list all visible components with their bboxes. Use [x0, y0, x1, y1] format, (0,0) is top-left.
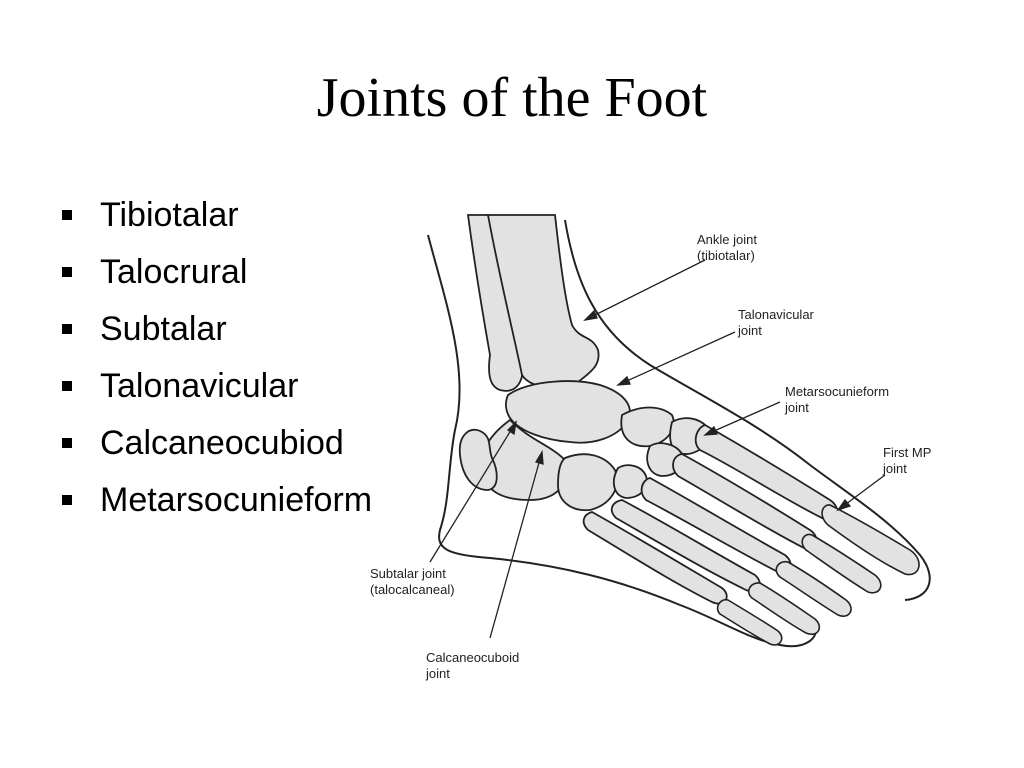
bullet-item: Metarsocunieform: [62, 471, 372, 528]
phalanges: [716, 504, 920, 646]
leg-bones: [466, 214, 600, 392]
bullet-text: Tibiotalar: [100, 195, 239, 234]
tibia-bone: [486, 214, 600, 389]
phalanx-bone: [801, 533, 882, 594]
bullet-item: Tibiotalar: [62, 186, 372, 243]
square-bullet-icon: [62, 494, 72, 505]
cuboid-bone: [557, 453, 618, 512]
phalanx-bone: [775, 560, 852, 617]
bullet-text: Calcaneocubiod: [100, 423, 344, 462]
phalanx-bone: [716, 598, 783, 646]
leader-lines: [429, 259, 886, 639]
foot-anatomy-figure: Ankle joint (tibiotalar) Talonavicular j…: [360, 200, 960, 700]
bullet-item: Subtalar: [62, 300, 372, 357]
navicular-bone: [620, 406, 675, 448]
square-bullet-icon: [62, 380, 72, 391]
calcaneocuboid-joint-sublabel: joint: [425, 666, 450, 681]
subtalar-joint-sublabel: (talocalcaneal): [370, 582, 455, 597]
square-bullet-icon: [62, 209, 72, 220]
metarsocunieform-joint-label: Metarsocunieform: [785, 384, 889, 399]
bullet-item: Talonavicular: [62, 357, 372, 414]
talonavicular-joint-sublabel: joint: [737, 323, 762, 338]
bullet-text: Talonavicular: [100, 366, 299, 405]
phalanx-bone: [748, 582, 821, 635]
talus-bone: [505, 380, 631, 444]
tarsal-bones: [458, 380, 710, 512]
slide-title: Joints of the Foot: [316, 67, 708, 129]
ankle-joint-sublabel: (tibiotalar): [697, 248, 755, 263]
metatarsal-bone: [610, 499, 761, 593]
talonavicular-joint-label: Talonavicular: [738, 307, 815, 322]
figure-labels: Ankle joint (tibiotalar) Talonavicular j…: [370, 232, 931, 681]
bullet-item: Talocrural: [62, 243, 372, 300]
bullet-item: Calcaneocubiod: [62, 414, 372, 471]
square-bullet-icon: [62, 323, 72, 334]
metarsocunieform-joint-sublabel: joint: [784, 400, 809, 415]
first-mp-joint-label: First MP: [883, 445, 931, 460]
bullet-list: Tibiotalar Talocrural Subtalar Talonavic…: [62, 186, 372, 528]
bullet-text: Talocrural: [100, 252, 248, 291]
square-bullet-icon: [62, 437, 72, 448]
subtalar-joint-label: Subtalar joint: [370, 566, 446, 581]
ankle-joint-label: Ankle joint: [697, 232, 757, 247]
square-bullet-icon: [62, 266, 72, 277]
heel-tuberosity: [458, 428, 498, 491]
calcaneocuboid-joint-label: Calcaneocuboid: [426, 650, 519, 665]
bullet-text: Metarsocunieform: [100, 480, 373, 519]
foot-skeleton-illustration: Ankle joint (tibiotalar) Talonavicular j…: [370, 214, 931, 681]
metatarsal-bone: [582, 511, 728, 605]
first-mp-joint-sublabel: joint: [882, 461, 907, 476]
skin-outline: [427, 219, 931, 648]
bullet-text: Subtalar: [100, 309, 227, 348]
phalanx-bone: [821, 504, 920, 576]
